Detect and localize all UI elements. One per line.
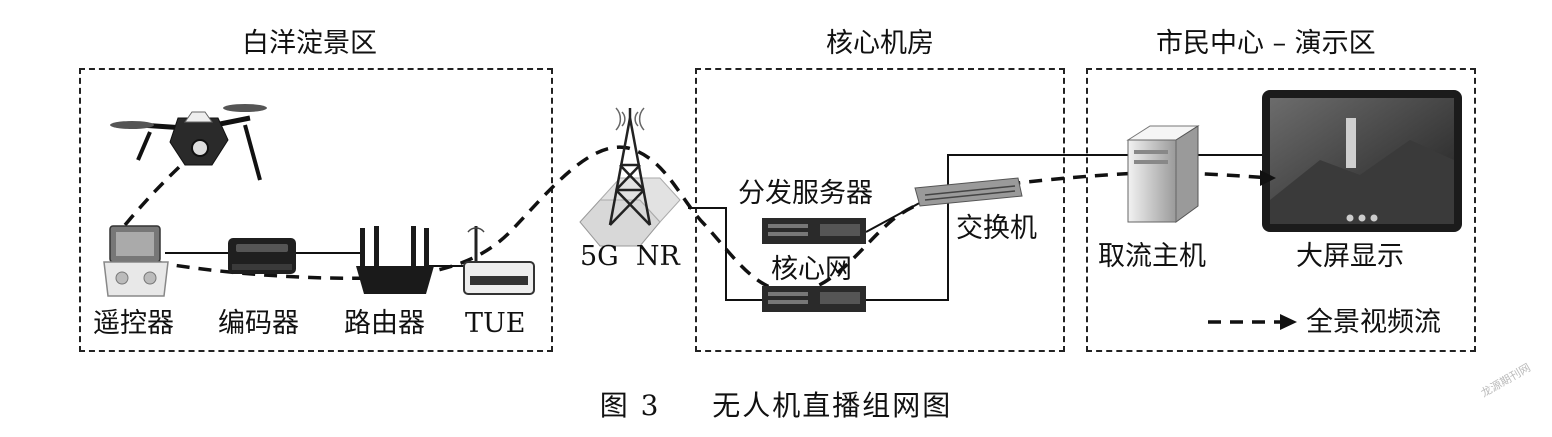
core-network-server-icon [762,286,866,312]
distribution-server-icon [762,218,866,244]
zone-scenic-box [79,68,553,352]
solid-links [165,154,1270,301]
label-tue: TUE [465,308,526,339]
figure-caption: 图 3 无人机直播组网图 [0,384,1552,424]
switch-icon [914,177,1023,207]
stream-arrowhead [1260,170,1276,186]
zone-title-scenic: 白洋淀景区 [242,28,377,59]
legend-dashed-arrow [1208,314,1297,330]
label-remote: 遥控器 [93,308,174,339]
label-5g-nr: 5G NR [580,241,680,272]
zone-citizen-box [1086,68,1476,352]
remote-controller-icon [103,225,169,297]
label-router: 路由器 [344,308,425,339]
large-screen-icon [1262,90,1462,232]
router-icon [356,226,434,294]
zone-core-box [695,68,1065,352]
label-host: 取流主机 [1098,241,1206,272]
encoder-icon [228,238,296,274]
label-switch: 交换机 [956,213,1037,244]
label-encoder: 编码器 [218,308,299,339]
legend-label: 全景视频流 [1306,307,1441,338]
figure-title: 无人机直播组网图 [712,389,953,422]
zone-title-core: 核心机房 [826,28,934,59]
zone-title-citizen: 市民中心 – 演示区 [1156,28,1376,59]
5g-tower-icon [579,107,681,247]
tue-icon [463,226,535,295]
label-screen: 大屏显示 [1296,241,1404,272]
figure-number: 图 3 [599,389,661,422]
host-pc-icon [1126,125,1200,223]
label-core-network: 核心网 [771,254,852,285]
drone-icon [110,104,267,181]
label-distribution-server: 分发服务器 [738,178,873,209]
